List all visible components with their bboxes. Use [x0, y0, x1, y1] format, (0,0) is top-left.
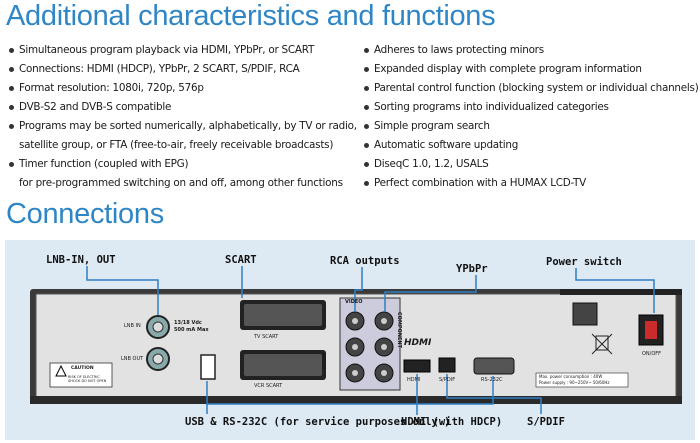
feature-item: DiseqC 1.0, 1.2, USALS — [363, 155, 699, 174]
lnb-out-label: LNB OUT — [121, 356, 144, 362]
hdmi-port — [403, 359, 431, 373]
callout-spdif: S/PDIF — [527, 416, 565, 428]
feature-text: Simple program search — [374, 120, 490, 132]
feature-text: Simultaneous program playback via HDMI, … — [19, 44, 315, 56]
heading-connections: Connections — [6, 198, 164, 230]
caution-text: RISK OF ELECTRIC SHOCK DO NOT OPEN — [68, 375, 107, 383]
rating-line-1: Max. power consumption : 40W — [539, 374, 603, 379]
lnb-current-label: 500 mA Max — [174, 327, 209, 333]
feature-text: Perfect combination with a HUMAX LCD-TV — [374, 177, 587, 189]
callout-scart: SCART — [225, 254, 257, 266]
component-label: COMPONENT — [396, 312, 402, 349]
video-label: VIDEO — [345, 299, 363, 305]
fan-clamp — [572, 302, 598, 326]
callout-lnb: LNB-IN, OUT — [46, 254, 116, 266]
feature-item: Sorting programs into individualized cat… — [363, 98, 699, 117]
callout-lines — [86, 266, 655, 415]
lnb-connectors — [146, 315, 170, 371]
feature-item: Perfect combination with a HUMAX LCD-TV — [363, 174, 699, 193]
rca-component-block — [339, 297, 401, 391]
feature-item: Simultaneous program playback via HDMI, … — [8, 41, 357, 60]
weee-icon — [591, 333, 613, 355]
feature-item: Adheres to laws protecting minors — [363, 41, 699, 60]
rating-label — [535, 372, 629, 388]
callout-rca: RCA outputs — [330, 255, 400, 267]
tv-scart-label: TV SCART — [254, 334, 279, 340]
feature-text-continued: satellite group, or FTA (free-to-air, fr… — [19, 139, 334, 151]
heading-characteristics: Additional characteristics and functions — [6, 0, 496, 32]
feature-text: Expanded display with complete program i… — [374, 63, 642, 75]
feature-item: Connections: HDMI (HDCP), YPbPr, 2 SCART… — [8, 60, 357, 79]
feature-text: Connections: HDMI (HDCP), YPbPr, 2 SCART… — [19, 63, 300, 75]
audio-label: AUDIO — [320, 352, 326, 371]
feature-list-left: Simultaneous program playback via HDMI, … — [8, 41, 357, 193]
feature-text: DVB-S2 and DVB-S compatible — [19, 101, 172, 113]
hdmi-logo: HDMI — [404, 338, 432, 348]
spdif-port-label: S/PDIF — [439, 377, 456, 383]
feature-text: Automatic software updating — [374, 139, 519, 151]
feature-text: Parental control function (blocking syst… — [374, 82, 699, 94]
feature-text: Programs may be sorted numerically, alph… — [19, 120, 357, 132]
feature-item: Simple program search — [363, 117, 699, 136]
on-off-label: ON/OFF — [642, 351, 662, 357]
usb-port — [200, 354, 216, 380]
feature-text: Adheres to laws protecting minors — [374, 44, 544, 56]
callout-usb: USB & RS-232C (for service purposes only… — [185, 416, 451, 428]
feature-item: Programs may be sorted numerically, alph… — [8, 117, 357, 155]
feature-item: DVB-S2 and DVB-S compatible — [8, 98, 357, 117]
caution-sticker — [49, 362, 113, 388]
hdmi-port-label: HDMI — [407, 377, 421, 383]
feature-text: Sorting programs into individualized cat… — [374, 101, 609, 113]
feature-text: DiseqC 1.0, 1.2, USALS — [374, 158, 489, 170]
feature-item: Expanded display with complete program i… — [363, 60, 699, 79]
feature-text-continued: for pre-programmed switching on and off,… — [19, 177, 343, 189]
lnb-in-label: LNB IN — [124, 323, 141, 329]
rs232-port-label: RS-232C — [481, 377, 503, 383]
callout-power: Power switch — [546, 256, 622, 268]
power-switch — [638, 314, 664, 346]
spdif-port — [438, 357, 456, 373]
feature-text: Format resolution: 1080i, 720p, 576p — [19, 82, 204, 94]
feature-text: Timer function (coupled with EPG) — [19, 158, 189, 170]
rating-line-2: Power supply : 90~250V~ 50/60Hz — [539, 380, 610, 385]
scart-connectors — [240, 300, 326, 380]
feature-item: Parental control function (blocking syst… — [363, 79, 699, 98]
feature-item: Timer function (coupled with EPG) for pre… — [8, 155, 357, 193]
callout-ypbpr: YPbPr — [456, 263, 488, 275]
feature-item: Automatic software updating — [363, 136, 699, 155]
feature-item: Format resolution: 1080i, 720p, 576p — [8, 79, 357, 98]
lnb-power-label: 13/18 Vdc — [174, 320, 202, 326]
caution-label: CAUTION — [71, 366, 94, 371]
vcr-scart-label: VCR SCART — [254, 383, 283, 389]
rs232-port — [473, 357, 515, 375]
callout-hdmi: HDMI (with HDCP) — [401, 416, 503, 428]
